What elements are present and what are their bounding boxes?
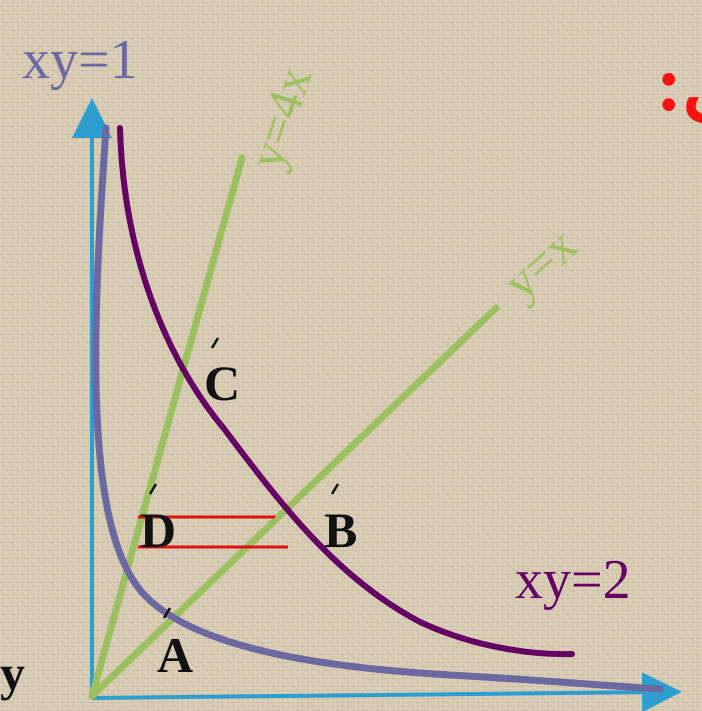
- x-axis: [91, 672, 682, 711]
- label-xy-1: xy=1: [22, 29, 138, 91]
- label-y-x: y=x: [492, 216, 588, 310]
- label-y-axis: y: [0, 645, 25, 701]
- line-y-x: [88, 304, 500, 700]
- point-label-a: A: [157, 627, 193, 683]
- label-xy-2: xy=2: [515, 549, 631, 611]
- line-y-4x: [88, 154, 246, 700]
- point-label-c: C: [204, 355, 240, 411]
- label-y-4x: y=4x: [237, 60, 322, 175]
- point-label-d: D: [140, 502, 176, 558]
- prime-c: [210, 337, 220, 349]
- title-text: حل:: [656, 40, 702, 127]
- prime-d: [148, 483, 158, 495]
- curve-xy-2: [117, 125, 575, 658]
- point-label-b: B: [324, 502, 357, 558]
- prime-b: [330, 483, 340, 495]
- prime-a: [162, 607, 172, 619]
- curve-xy-1: [92, 124, 664, 693]
